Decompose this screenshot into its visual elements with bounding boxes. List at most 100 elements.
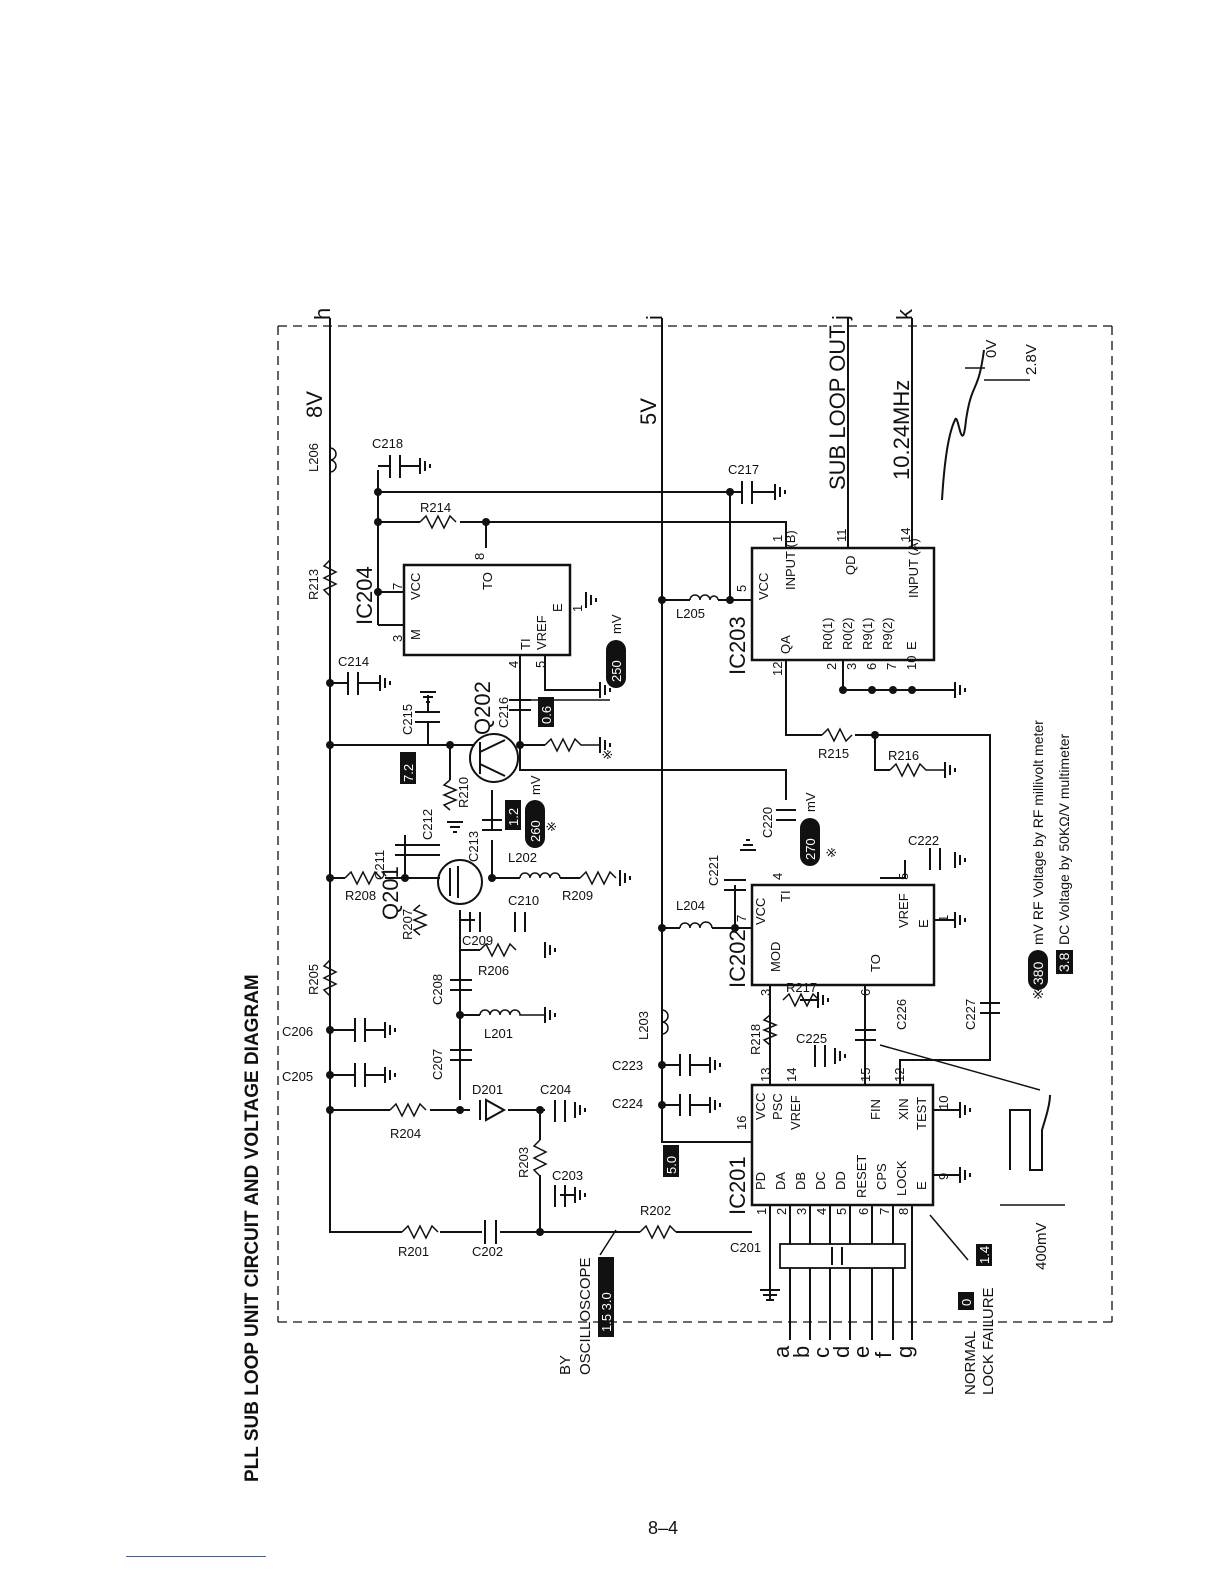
label-c221: C221 [706,855,721,886]
ic203-pin-num: 7 [884,663,899,670]
q202-symbol [469,733,519,783]
r201-symbol [401,1224,439,1240]
inductors [329,447,719,1035]
normal-label: NORMAL [962,1331,979,1395]
ic204-pin-name: VREF [534,615,549,650]
ic201-pin-name: RESET [854,1155,869,1198]
ic203-pin-name: QD [843,556,858,576]
dc-q202-emitter: 0.6 [539,706,554,724]
label-c204: C204 [540,1082,571,1097]
label-c208: C208 [430,974,445,1005]
c212-symbol [415,844,440,856]
voltage-readings: 7.2 1.2 0.6 1.5 3.0 5.0 0 1.4 260 mV ※ 2… [400,614,1041,1337]
ic201-pin-name: DC [813,1171,828,1190]
r209-symbol [579,870,617,886]
rf-ic202-mark: ※ [824,847,839,858]
waveform-ic201 [1000,1094,1065,1206]
label-r213: R213 [306,569,321,600]
ic204-pin-name: TO [480,572,495,590]
c226-symbol [855,1029,876,1041]
c202-symbol [484,1220,497,1244]
ic201-pin-num: 14 [784,1068,799,1082]
ic201-pin-num: 4 [814,1208,829,1215]
r215-symbol [821,727,853,743]
ic204-pin-num: 3 [390,635,405,642]
dc-ic201-vcc: 5.0 [664,1156,679,1174]
r205-symbol [322,959,338,997]
ic204-box [402,563,572,657]
terminal-d: d [829,1346,854,1358]
legend-rf-sample: 380 [1030,961,1046,985]
ic201-box [750,1083,935,1207]
r202-symbol [639,1224,677,1240]
unit-border [277,325,1113,1323]
ic201-pin-name: E [914,1181,929,1190]
legend-mark: ※ [1030,988,1046,1000]
c205-symbol [330,1063,385,1087]
legend-rf-text: mV RF Voltage by RF millivolt meter [1030,720,1046,945]
label-r209: R209 [562,888,593,903]
label-c224: C224 [612,1096,643,1111]
label-c201: C201 [730,1240,761,1255]
label-c212: C212 [420,809,435,840]
l202-symbol [519,872,561,879]
label-r216: R216 [888,748,919,763]
label-c215: C215 [400,704,415,735]
c223-symbol [662,1054,710,1076]
clock-label: 10.24MHz [889,380,914,480]
ic201-pin-name: LOCK [894,1160,909,1196]
label-c206: C206 [282,1024,313,1039]
c204-symbol [554,1100,566,1122]
c218-symbol [378,455,420,478]
ic202-pin-name: TO [868,954,883,972]
c211-symbol [395,844,415,856]
wave-low-label: 0V [983,340,1000,358]
c206-symbol [330,1018,385,1042]
label-r207: R207 [400,909,415,940]
label-c211: C211 [372,850,387,880]
q202-name: Q202 [470,681,495,735]
l204-symbol [679,921,713,929]
dc-q202-base: 1.2 [506,808,521,826]
ic202-pin-name: E [916,919,931,928]
r210-symbol [442,779,458,811]
ic201-pin-num: 9 [936,1173,951,1180]
sub-loop-out-label: SUB LOOP OUT [825,325,850,490]
label-c223: C223 [612,1058,643,1073]
l205-symbol [689,594,719,601]
ic201-pin-name: PD [753,1172,768,1190]
r207-symbol [412,904,428,936]
ic202-pin-name: VREF [896,893,911,928]
label-r201: R201 [398,1244,429,1259]
ic201-pin-name: FIN [868,1099,883,1120]
ic203-pin-num: 10 [904,656,919,670]
waveform-10mhz [941,349,1030,501]
ic203-pin-num: 2 [824,663,839,670]
bottom-terminals: a b c d e f g [769,1345,917,1358]
c220-symbol [776,809,796,821]
label-c226: C226 [894,999,909,1030]
r206-symbol [479,942,517,958]
r203-symbol [532,1139,548,1177]
ic204-pin-name: TI [518,638,533,650]
r216-symbol [889,762,945,778]
ic201-pin-name: CPS [874,1163,889,1190]
r204-symbol [389,1102,427,1118]
terminal-b: b [789,1346,814,1358]
dc-lock-failure: 1.4 [977,1246,992,1264]
terminal-h: h [310,308,335,320]
label-c213: C213 [466,831,481,862]
ic201-pin-name: TEST [914,1097,929,1130]
ic201-pin-name: PSC [770,1093,785,1120]
c213-symbol [482,819,502,831]
label-r214: R214 [420,500,451,515]
label-c222: C222 [908,833,939,848]
ic203-pin-name: QA [778,635,793,654]
c208-symbol [450,979,472,991]
label-c216: C216 [496,697,511,728]
c201-crystal [769,1243,906,1290]
c207-symbol [450,1049,472,1061]
label-r202: R202 [640,1203,671,1218]
ic202-pin-num: 1 [936,915,951,922]
scope-amplitude-label: 400mV [1033,1222,1050,1270]
